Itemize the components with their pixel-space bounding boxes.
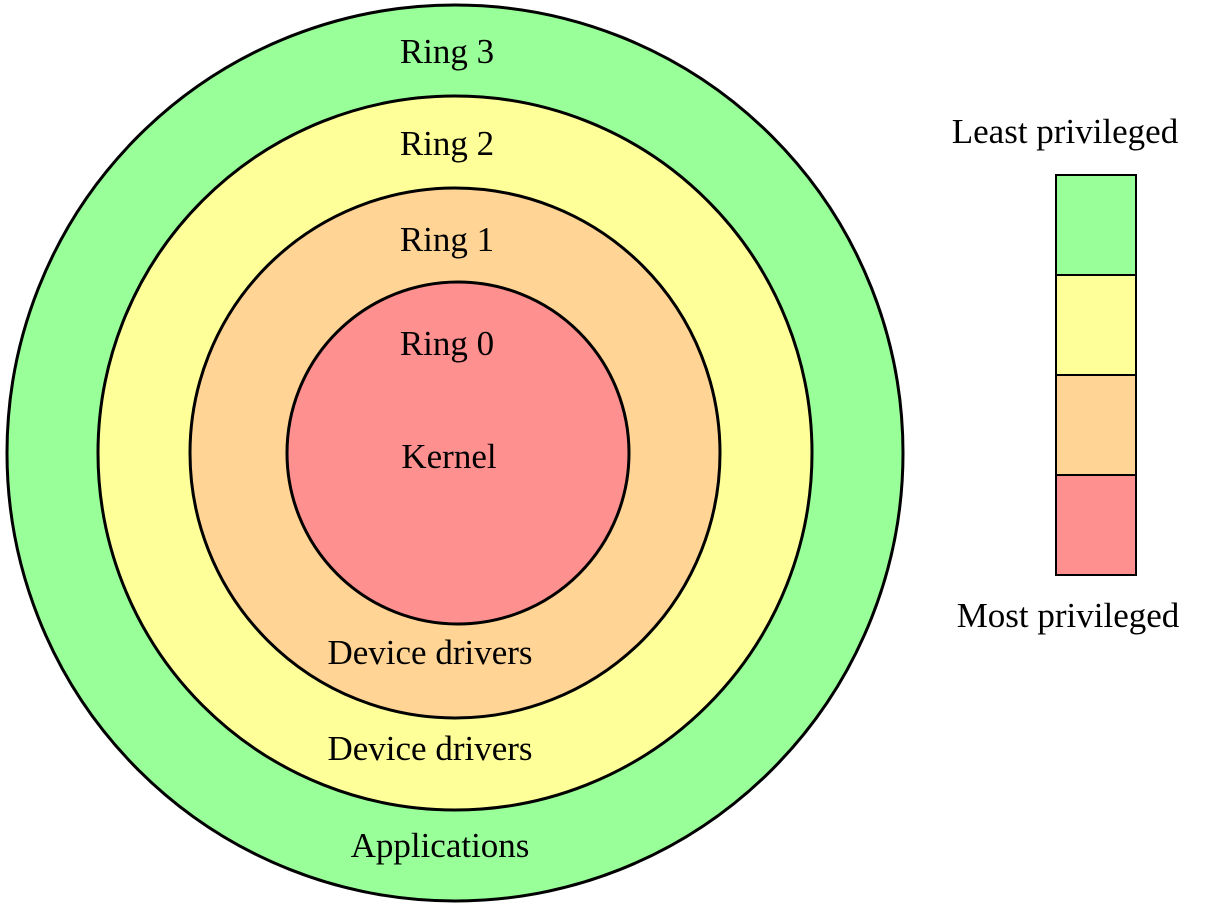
privilege-legend: Least privileged Most privileged (952, 112, 1180, 635)
ring-1-label: Ring 1 (400, 220, 494, 259)
legend-most-privileged-label: Most privileged (957, 596, 1180, 635)
ring-1-content-label: Device drivers (327, 633, 532, 672)
rings-group (5, 3, 905, 903)
ring-0-circle (285, 280, 631, 626)
ring-labels: Ring 3 Ring 2 Ring 1 Ring 0 Kernel Devic… (327, 32, 532, 865)
legend-cell-ring-2 (1055, 274, 1137, 376)
ring-3-content-label: Applications (351, 826, 530, 865)
legend-least-privileged-label: Least privileged (952, 112, 1179, 151)
ring-0-content-label: Kernel (401, 437, 497, 476)
ring-0-label: Ring 0 (400, 324, 494, 363)
ring-2-label: Ring 2 (400, 124, 494, 163)
ring-3-label: Ring 3 (400, 32, 494, 71)
legend-cell-ring-3 (1055, 174, 1137, 276)
legend-cell-ring-1 (1055, 374, 1137, 476)
legend-cell-ring-0 (1055, 474, 1137, 576)
ring-2-content-label: Device drivers (327, 729, 532, 768)
